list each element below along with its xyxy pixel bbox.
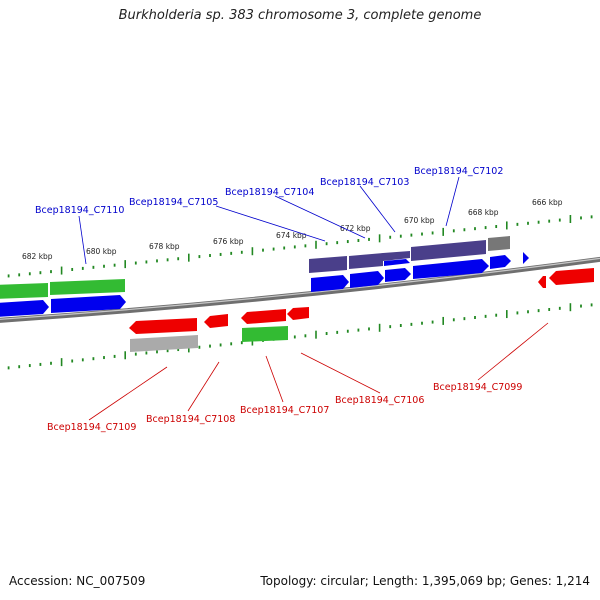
cds-arrow [129, 318, 197, 334]
scale-label: 680 kbp [86, 247, 117, 256]
cds-arrow [204, 314, 228, 328]
cds-arrow [549, 268, 594, 285]
gene-feature [488, 236, 510, 251]
gene-feature [411, 240, 486, 261]
reverse-gene-features [130, 326, 288, 352]
cds-arrow [350, 271, 384, 288]
gene-label: Bcep18194_C7102 [414, 166, 503, 177]
scale-label: 668 kbp [468, 208, 499, 217]
reverse-cds-arrows [129, 268, 594, 334]
gene-feature [130, 335, 198, 352]
scale-labels: 666 kbp 668 kbp 670 kbp 672 kbp 674 kbp … [22, 198, 563, 261]
gene-label: Bcep18194_C7106 [335, 395, 424, 406]
gene-label: Bcep18194_C7105 [129, 197, 218, 208]
cds-arrow [490, 255, 511, 269]
cds-arrow [413, 259, 489, 279]
cds-arrow [384, 259, 410, 266]
gene-feature [309, 256, 347, 273]
cds-arrow [385, 268, 411, 282]
cds-arrow [0, 300, 49, 317]
gene-feature [383, 251, 410, 261]
gene-feature [242, 326, 288, 342]
chromosome-backbone [0, 256, 600, 323]
gene-label: Bcep18194_C7109 [47, 422, 136, 433]
cds-arrow [241, 309, 286, 324]
gene-label: Bcep18194_C7104 [225, 187, 314, 198]
cds-arrow [287, 307, 309, 320]
map-title: Burkholderia sp. 383 chromosome 3, compl… [118, 8, 482, 23]
gene-label: Bcep18194_C7103 [320, 177, 409, 188]
reverse-leader-lines [88, 322, 549, 421]
forward-leader-lines [78, 176, 460, 265]
scale-label: 672 kbp [340, 224, 371, 233]
reverse-gene-labels: Bcep18194_C7109 Bcep18194_C7108 Bcep1819… [47, 382, 522, 433]
scale-label: 674 kbp [276, 231, 307, 240]
gene-label: Bcep18194_C7107 [240, 405, 329, 416]
cds-arrow [523, 252, 529, 264]
gene-label: Bcep18194_C7108 [146, 414, 235, 425]
gene-feature [0, 283, 48, 299]
gene-feature [349, 253, 383, 269]
scale-label: 678 kbp [149, 242, 180, 251]
cds-arrow [311, 275, 349, 292]
forward-scale-ticks [7, 214, 593, 278]
cds-arrow [51, 295, 126, 313]
scale-label: 682 kbp [22, 252, 53, 261]
accession-text: Accession: NC_007509 [9, 574, 146, 588]
forward-gene-features [0, 236, 510, 299]
forward-gene-labels: Bcep18194_C7110 Bcep18194_C7105 Bcep1819… [35, 166, 503, 216]
scale-label: 670 kbp [404, 216, 435, 225]
cds-arrow [538, 276, 546, 288]
forward-cds-arrows [0, 252, 529, 317]
gene-label: Bcep18194_C7110 [35, 205, 124, 216]
gene-label: Bcep18194_C7099 [433, 382, 522, 393]
topology-summary: Topology: circular; Length: 1,395,069 bp… [260, 574, 590, 588]
gene-feature [50, 279, 125, 295]
scale-label: 666 kbp [532, 198, 563, 207]
scale-label: 676 kbp [213, 237, 244, 246]
